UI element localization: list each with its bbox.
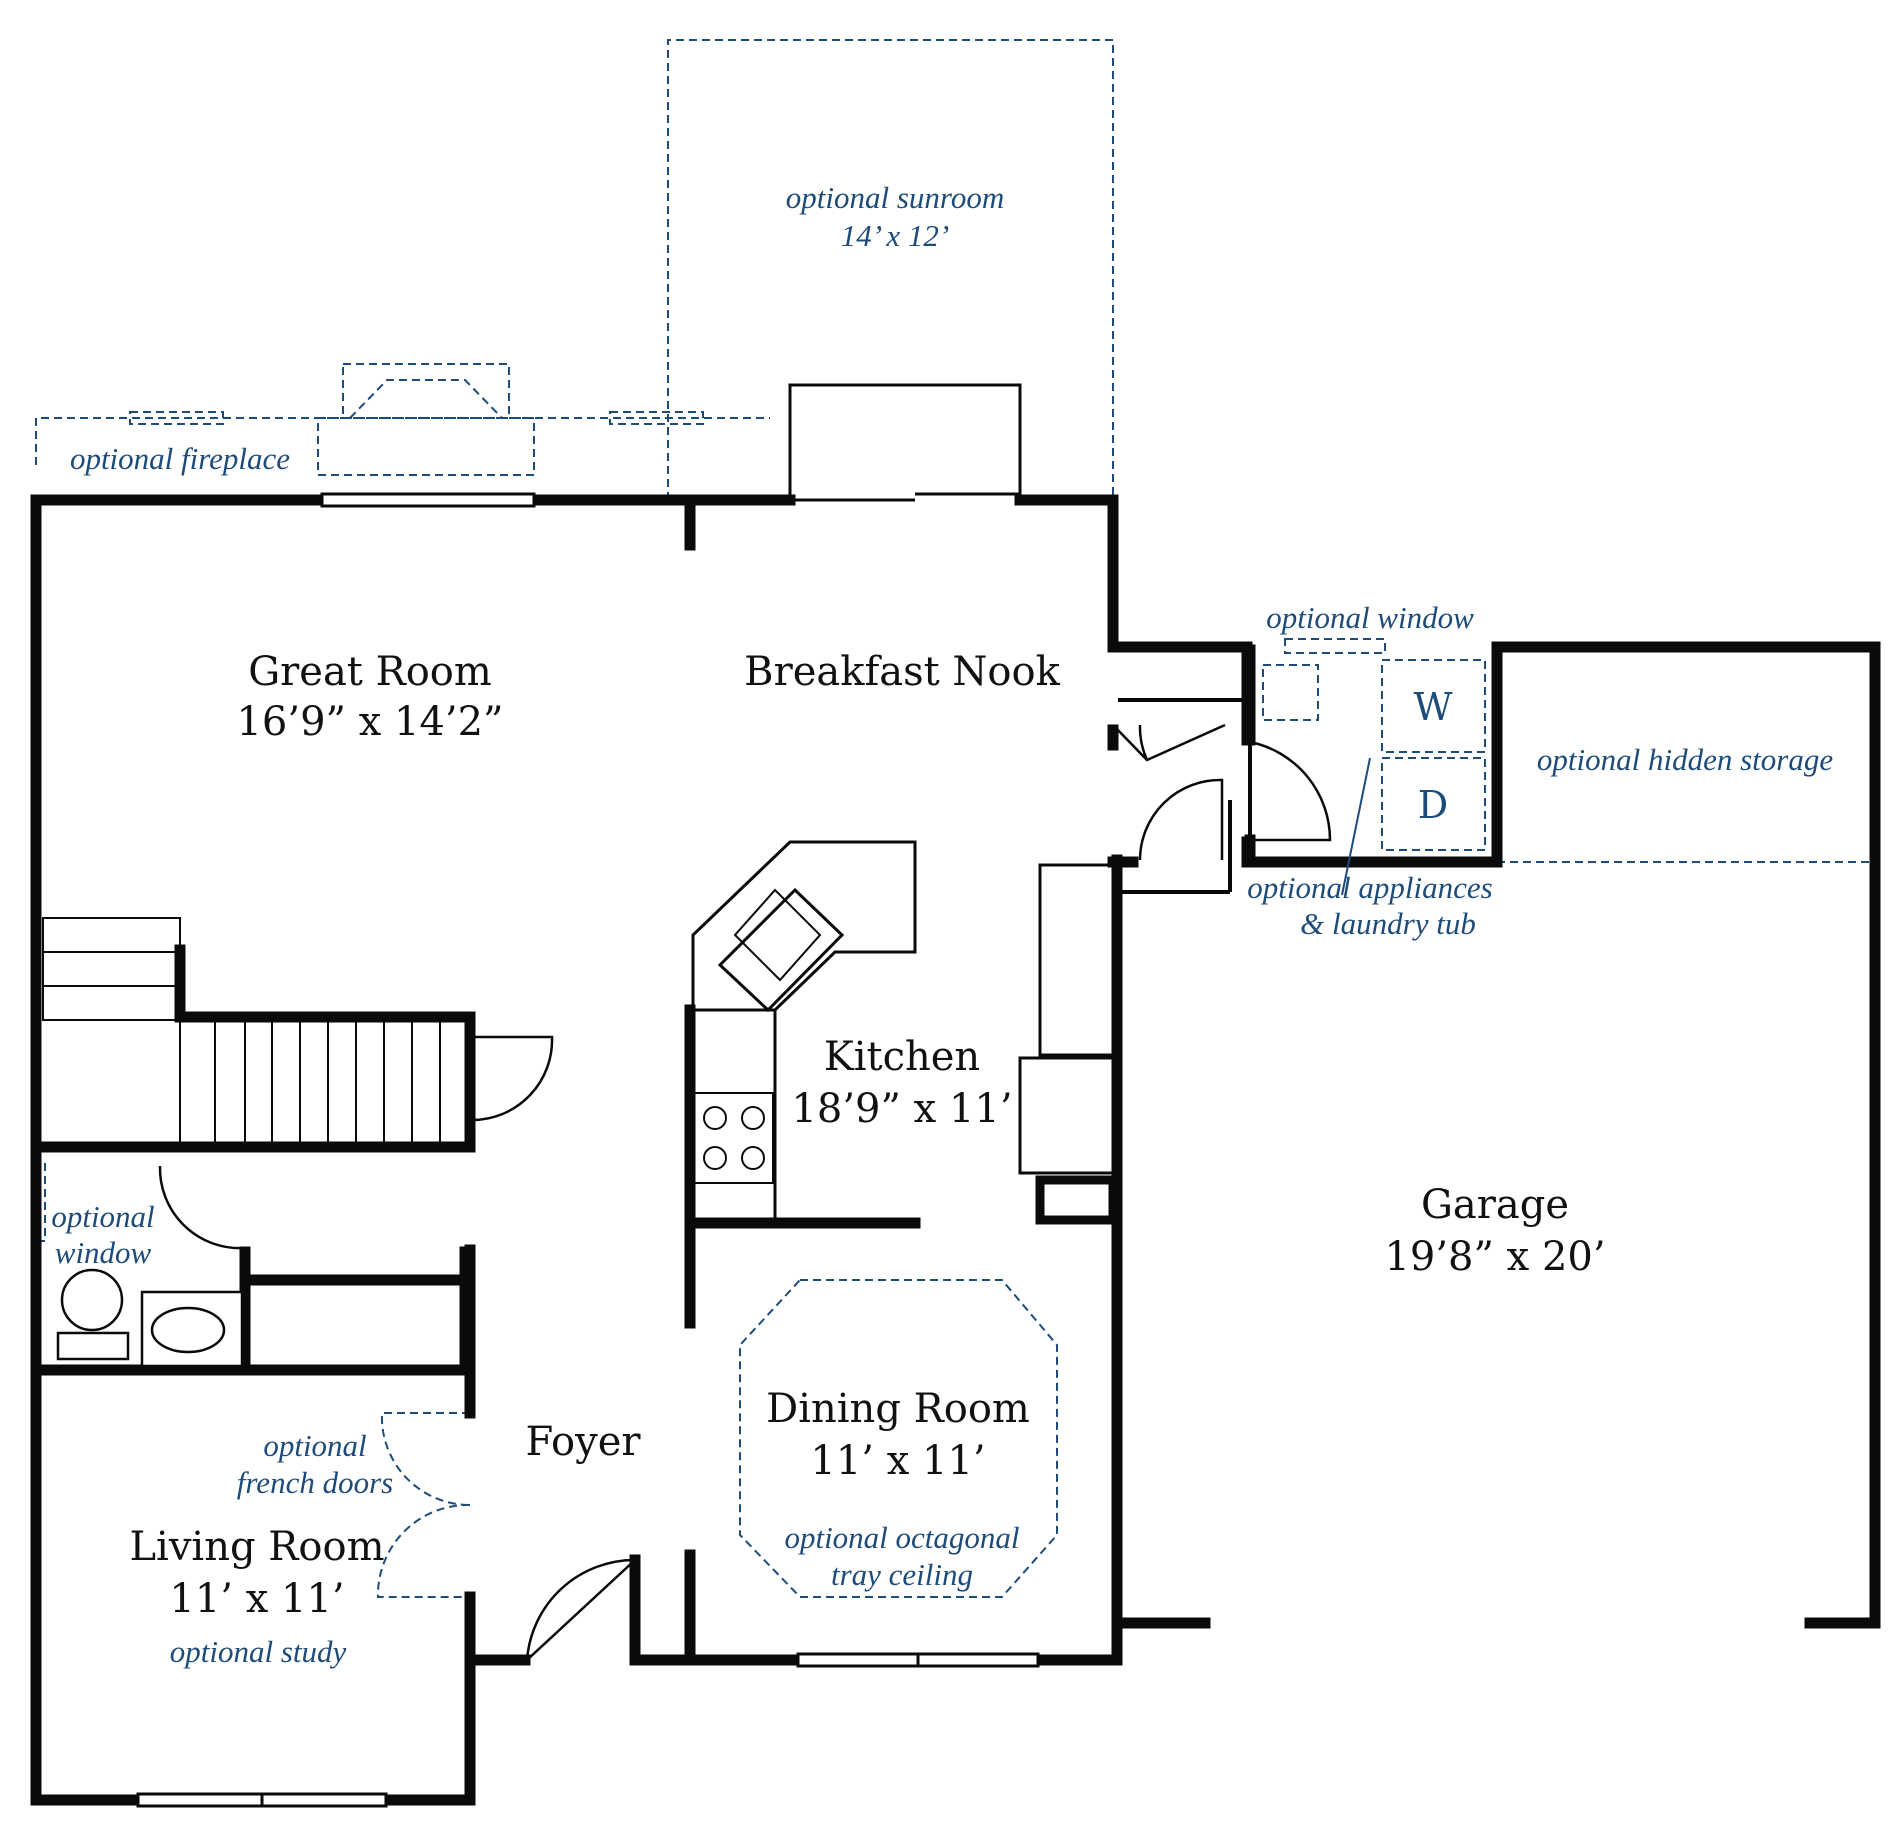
sunroom-size: 14’ x 12’ <box>841 218 949 253</box>
kitchen-closet <box>1035 1175 1118 1225</box>
pantry-door <box>1112 723 1226 762</box>
french-doors-label-1: optional <box>263 1428 366 1463</box>
french-doors-label-2: french doors <box>237 1465 393 1500</box>
walls <box>30 494 1881 1806</box>
laundry-door <box>1249 740 1332 842</box>
optional-sunroom-outline <box>667 39 1114 500</box>
powder-room-door <box>158 1165 246 1250</box>
living-room-name: Living Room <box>129 1524 384 1570</box>
range-icon <box>692 1092 774 1184</box>
dryer-label: D <box>1418 783 1448 827</box>
optional-french-doors <box>376 1412 471 1598</box>
toilet-tank <box>56 1331 130 1361</box>
windows <box>136 492 1040 1808</box>
kitchen-island <box>691 840 917 1012</box>
living-room-size: 11’ x 11’ <box>169 1576 344 1622</box>
garage-size: 19’8” x 20’ <box>1384 1234 1605 1280</box>
optional-fireplace-outline <box>35 363 770 476</box>
laundry-window-label: optional window <box>1266 600 1474 635</box>
garage-name: Garage <box>1421 1182 1569 1228</box>
dining-room-name: Dining Room <box>766 1386 1030 1432</box>
appliances-leader <box>1341 757 1371 896</box>
room-labels: Great Room 16’9” x 14’2” Breakfast Nook … <box>129 649 1605 1622</box>
side-window-label-2: window <box>55 1235 152 1270</box>
optional-elements <box>31 39 1875 1598</box>
doors <box>158 723 1332 1661</box>
foyer-name: Foyer <box>525 1419 641 1465</box>
toilet-icon <box>60 1268 124 1332</box>
tray-ceiling-label-2: tray ceiling <box>831 1557 973 1592</box>
tray-ceiling-label-1: optional octagonal <box>784 1520 1019 1555</box>
pantry-cabinet <box>1038 863 1115 1057</box>
sink-icon <box>150 1306 226 1354</box>
front-door <box>525 1558 636 1661</box>
dining-room-size: 11’ x 11’ <box>810 1438 985 1484</box>
optional-tray-ceiling <box>739 1279 1058 1598</box>
sunroom-label: optional sunroom <box>786 180 1004 215</box>
refrigerator <box>1018 1056 1115 1175</box>
optional-labels: optional sunroom 14’ x 12’ optional fire… <box>51 180 1833 1669</box>
optional-laundry-window <box>1284 638 1386 654</box>
appliances-label: optional appliances <box>1247 870 1492 905</box>
laundry-tub-label: & laundry tub <box>1300 906 1476 941</box>
dryer-outline <box>1381 757 1486 851</box>
nook-bay <box>788 383 1022 502</box>
kitchen-fixtures <box>691 840 1118 1225</box>
hidden-storage-label: optional hidden storage <box>1537 742 1833 777</box>
kitchen-name: Kitchen <box>824 1034 980 1080</box>
washer-outline <box>1381 659 1486 753</box>
great-room-size: 16’9” x 14’2” <box>236 699 503 745</box>
laundry-tub-outline <box>1262 664 1319 721</box>
kitchen-size: 18’9” x 11’ <box>791 1086 1012 1132</box>
garage-entry-door <box>1138 778 1224 861</box>
closet-door <box>472 1035 554 1122</box>
washer-label: W <box>1413 685 1452 729</box>
powder-room-fixtures <box>56 1268 465 1368</box>
side-window-label-1: optional <box>51 1199 154 1234</box>
great-room-window <box>320 492 536 508</box>
breakfast-nook-name: Breakfast Nook <box>744 649 1060 695</box>
study-label: optional study <box>170 1634 347 1669</box>
staircase <box>42 917 441 1143</box>
fireplace-label: optional fireplace <box>70 441 290 476</box>
great-room-name: Great Room <box>248 649 492 695</box>
kitchen-sink-icon <box>717 887 845 1013</box>
